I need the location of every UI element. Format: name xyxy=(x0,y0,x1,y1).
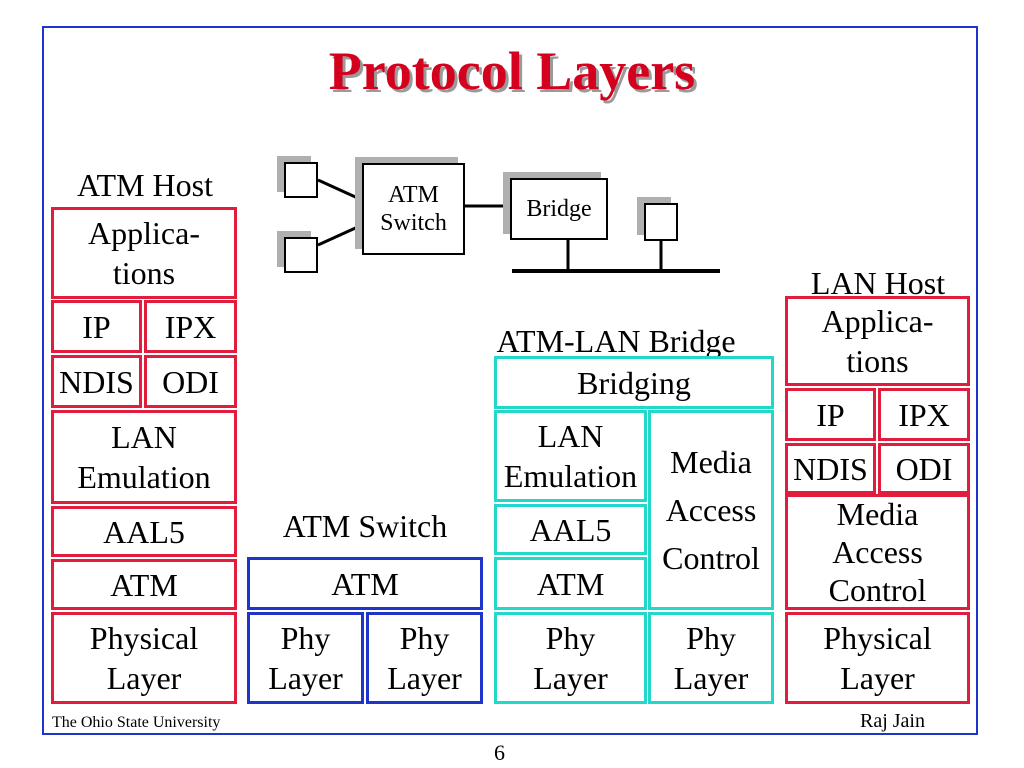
lan-host-odi: ODI xyxy=(878,443,970,494)
atm-switch-heading: ATM Switch xyxy=(282,508,448,544)
bridge-heading: ATM-LAN Bridge xyxy=(496,323,736,359)
slide-frame xyxy=(42,26,978,735)
lan-host-applications: Applica- tions xyxy=(785,296,970,386)
bridge-atm: ATM xyxy=(494,557,647,610)
bridge-bridging: Bridging xyxy=(494,356,774,409)
end-station-2 xyxy=(284,237,318,273)
atm-switch-phy-right: Phy Layer xyxy=(366,612,483,704)
page-number: 6 xyxy=(494,740,505,765)
link-host2-switch xyxy=(317,223,363,247)
atm-host-lan-emulation: LAN Emulation xyxy=(51,410,237,504)
network-diagram xyxy=(317,178,720,273)
bridge-phy-left: Phy Layer xyxy=(494,612,647,704)
atm-switch-phy-left: Phy Layer xyxy=(247,612,364,704)
atm-switch-atm: ATM xyxy=(247,557,483,610)
atm-host-ipx: IPX xyxy=(144,300,237,353)
lan-host-mac: Media Access Control xyxy=(785,494,970,610)
atm-switch-node: ATM Switch xyxy=(362,163,465,255)
lan-host-ip: IP xyxy=(785,388,876,441)
link-host1-switch xyxy=(317,178,363,202)
atm-host-aal5: AAL5 xyxy=(51,506,237,557)
lan-host-physical: Physical Layer xyxy=(785,612,970,704)
atm-host-odi: ODI xyxy=(144,355,237,408)
footer-university: The Ohio State University xyxy=(52,714,221,731)
lan-station xyxy=(644,203,678,241)
atm-host-ip: IP xyxy=(51,300,142,353)
atm-host-ndis: NDIS xyxy=(51,355,142,408)
bridge-lan-emulation: LAN Emulation xyxy=(494,410,647,502)
bridge-mac: Media Access Control xyxy=(648,410,774,610)
lan-host-ipx: IPX xyxy=(878,388,970,441)
bridge-node: Bridge xyxy=(510,178,608,240)
atm-host-heading: ATM Host xyxy=(76,167,213,203)
footer-author: Raj Jain xyxy=(860,710,925,732)
atm-host-atm: ATM xyxy=(51,559,237,610)
lan-host-ndis: NDIS xyxy=(785,443,876,494)
end-station-1 xyxy=(284,162,318,198)
atm-host-applications: Applica- tions xyxy=(51,207,237,299)
page-title: Protocol Layers xyxy=(328,41,696,101)
lan-host-heading: LAN Host xyxy=(810,265,946,301)
atm-host-physical: Physical Layer xyxy=(51,612,237,704)
bridge-aal5: AAL5 xyxy=(494,504,647,555)
bridge-phy-right: Phy Layer xyxy=(648,612,774,704)
